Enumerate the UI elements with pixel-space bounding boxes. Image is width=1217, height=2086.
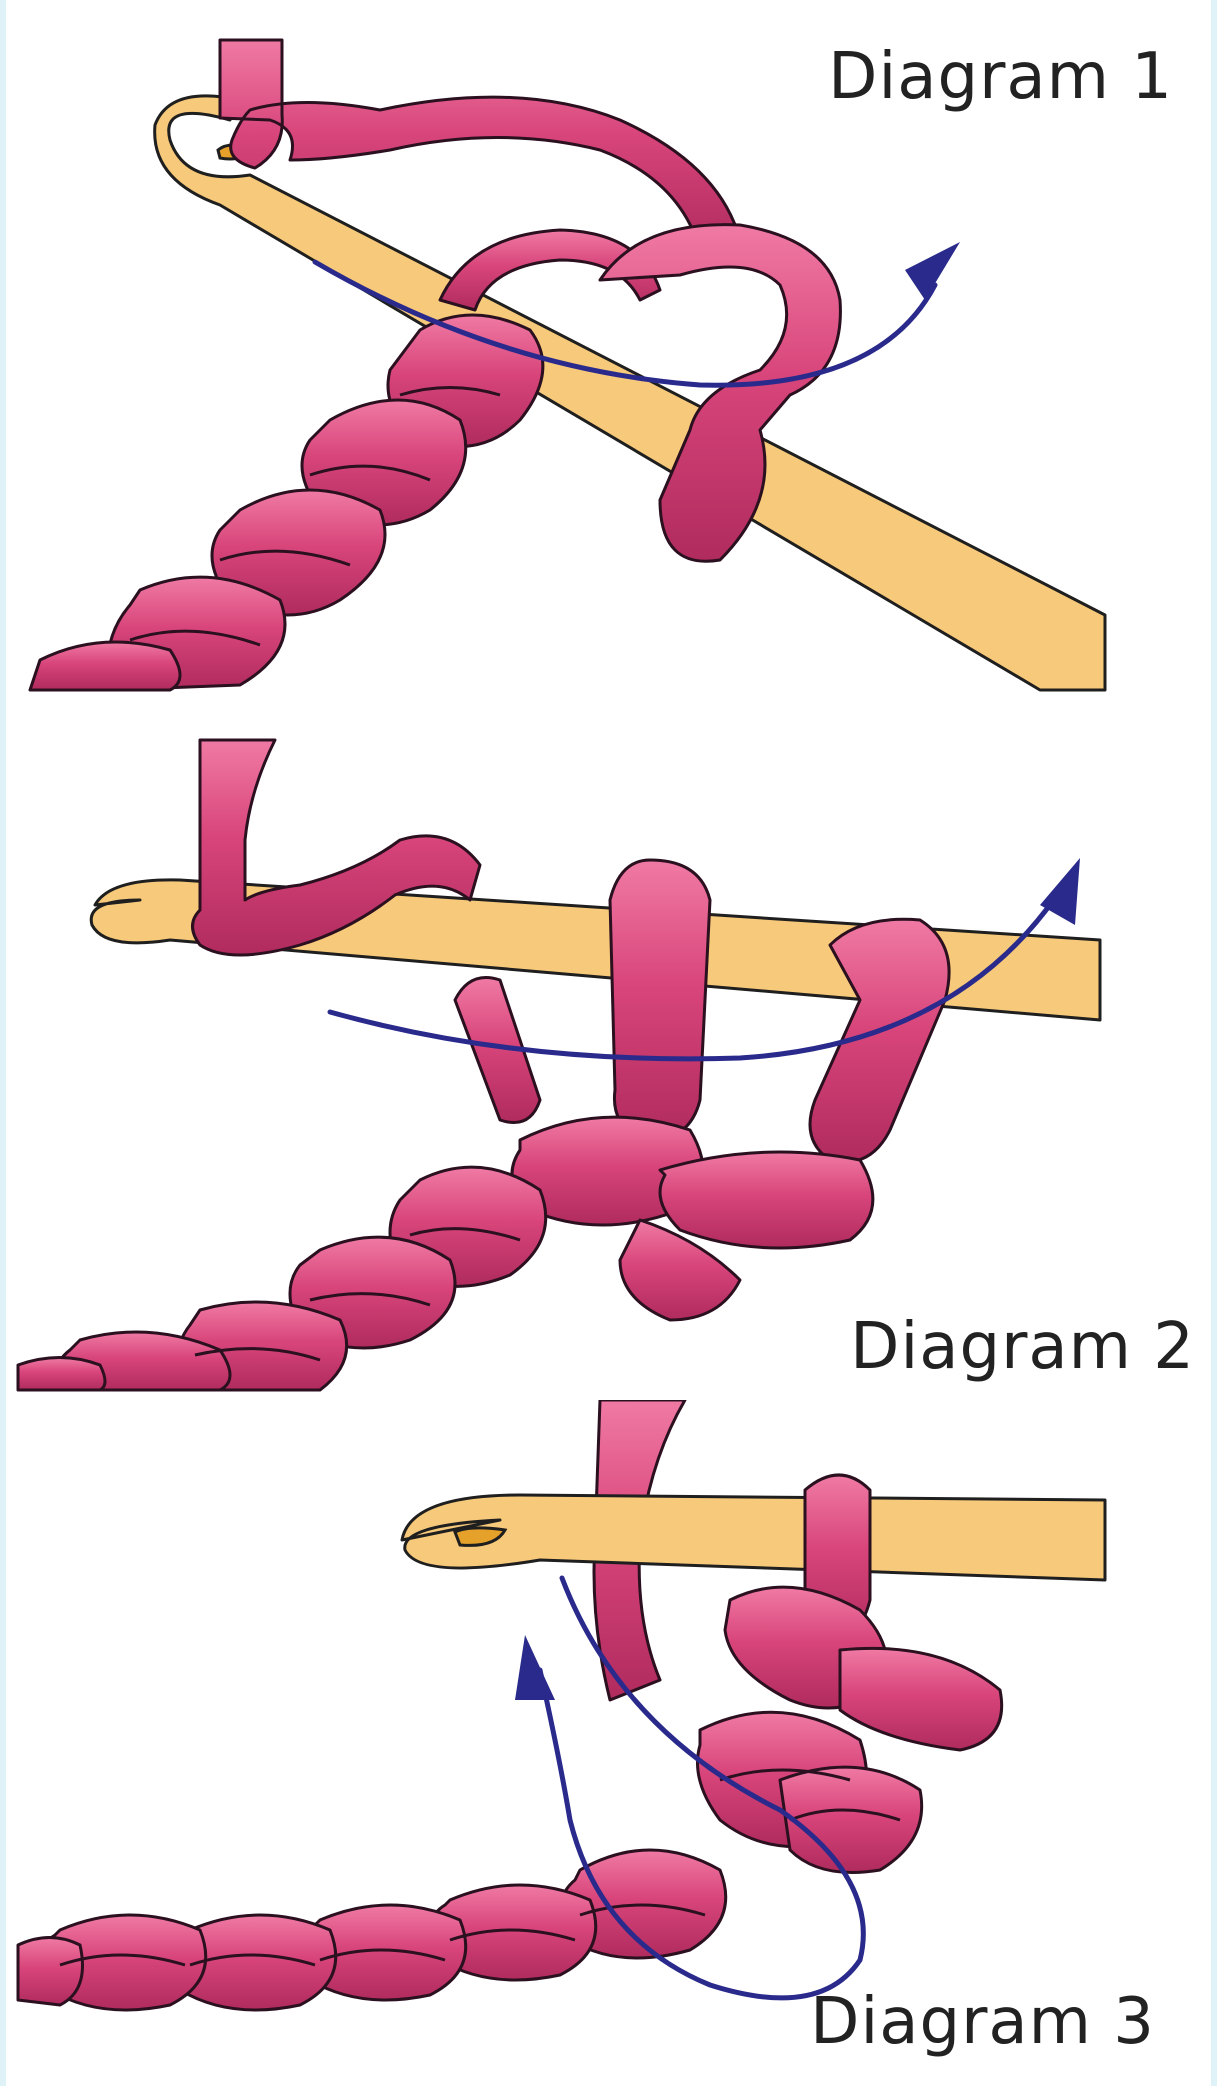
loop-1 xyxy=(610,860,710,1140)
arrow-head xyxy=(515,1635,555,1700)
diagram-3-panel xyxy=(0,1400,1217,2086)
diagram-2-caption: Diagram 2 xyxy=(850,1310,1195,1384)
foundation-chain xyxy=(30,315,543,690)
crochet-hook xyxy=(402,1495,1105,1580)
foundation-chain xyxy=(18,1850,726,2010)
stitch-cluster xyxy=(698,1587,1002,1872)
diagram-3-caption: Diagram 3 xyxy=(810,1985,1155,2059)
foundation-chain xyxy=(18,1167,546,1390)
diagram-3-illustration xyxy=(0,1400,1217,2086)
arrow-head xyxy=(1040,858,1080,925)
diagram-1-caption: Diagram 1 xyxy=(828,40,1173,114)
diagram-2-panel xyxy=(0,700,1217,1400)
diagram-2-illustration xyxy=(0,700,1217,1400)
